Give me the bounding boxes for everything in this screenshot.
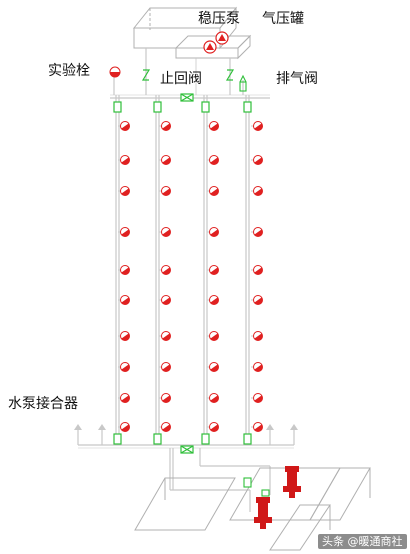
hydrant-icon bbox=[159, 295, 171, 305]
hydrant-icon bbox=[207, 121, 219, 131]
riser-valves bbox=[113, 101, 252, 445]
pressure-tank-label: 气压罐 bbox=[262, 11, 304, 27]
hydrant-icon bbox=[118, 295, 130, 305]
hydrant-icon bbox=[118, 362, 130, 372]
hydrant-icon bbox=[207, 227, 219, 237]
hydrant-icon bbox=[118, 121, 130, 131]
pump-room-tank bbox=[134, 467, 371, 551]
hydrant-icon bbox=[207, 393, 219, 403]
hydrant-icon bbox=[207, 295, 219, 305]
hydrant-icon bbox=[159, 265, 171, 275]
hydrant-icon bbox=[251, 422, 263, 432]
hydrant-icon bbox=[159, 227, 171, 237]
check-valve-label: 止回阀 bbox=[160, 71, 202, 87]
bottom-header-valve-icon bbox=[180, 445, 194, 454]
fire-pump-icon bbox=[254, 466, 301, 529]
hydrant-icon bbox=[118, 331, 130, 341]
hydrant-icon bbox=[207, 155, 219, 165]
pump-room-valves bbox=[243, 477, 270, 497]
hydrant-icon bbox=[118, 227, 130, 237]
pump-adapter-label: 水泵接合器 bbox=[8, 396, 78, 412]
hydrant-icon bbox=[207, 362, 219, 372]
stabilizing-pump-label: 稳压泵 bbox=[198, 11, 240, 27]
hydrant-icon bbox=[251, 121, 263, 131]
check-valve-icon bbox=[141, 69, 235, 81]
hydrant-icon bbox=[251, 393, 263, 403]
hydrant-icon bbox=[251, 227, 263, 237]
exhaust-valve-label: 排气阀 bbox=[276, 71, 318, 87]
hydrant-icon bbox=[207, 422, 219, 432]
test-hydrant-icon bbox=[109, 66, 121, 78]
pump-adapter-arrows bbox=[74, 424, 298, 430]
hydrant-icon bbox=[251, 155, 263, 165]
hydrant-group bbox=[118, 121, 263, 432]
watermark: 头条 @暖通商社 bbox=[318, 534, 407, 549]
hydrant-icon bbox=[118, 393, 130, 403]
hydrant-icon bbox=[118, 265, 130, 275]
hydrant-icon bbox=[251, 295, 263, 305]
hydrant-icon bbox=[159, 155, 171, 165]
hydrant-icon bbox=[118, 422, 130, 432]
hydrant-icon bbox=[159, 331, 171, 341]
hydrant-icon bbox=[207, 186, 219, 196]
hydrant-icon bbox=[118, 155, 130, 165]
hydrant-icon bbox=[159, 186, 171, 196]
header-gate-valve-icon bbox=[180, 93, 194, 102]
hydrant-icon bbox=[159, 362, 171, 372]
hydrant-icon bbox=[159, 121, 171, 131]
stabilizing-pump-icon bbox=[203, 31, 229, 54]
hydrant-icon bbox=[251, 331, 263, 341]
hydrant-icon bbox=[251, 186, 263, 196]
test-hydrant-label: 实验栓 bbox=[48, 63, 90, 79]
pipe-network bbox=[77, 48, 295, 512]
hydrant-icon bbox=[207, 331, 219, 341]
hydrant-icon bbox=[159, 393, 171, 403]
hydrant-icon bbox=[118, 186, 130, 196]
hydrant-icon bbox=[159, 422, 171, 432]
hydrant-icon bbox=[251, 265, 263, 275]
hydrant-icon bbox=[207, 265, 219, 275]
hydrant-icon bbox=[251, 362, 263, 372]
exhaust-valve-icon bbox=[239, 74, 247, 92]
